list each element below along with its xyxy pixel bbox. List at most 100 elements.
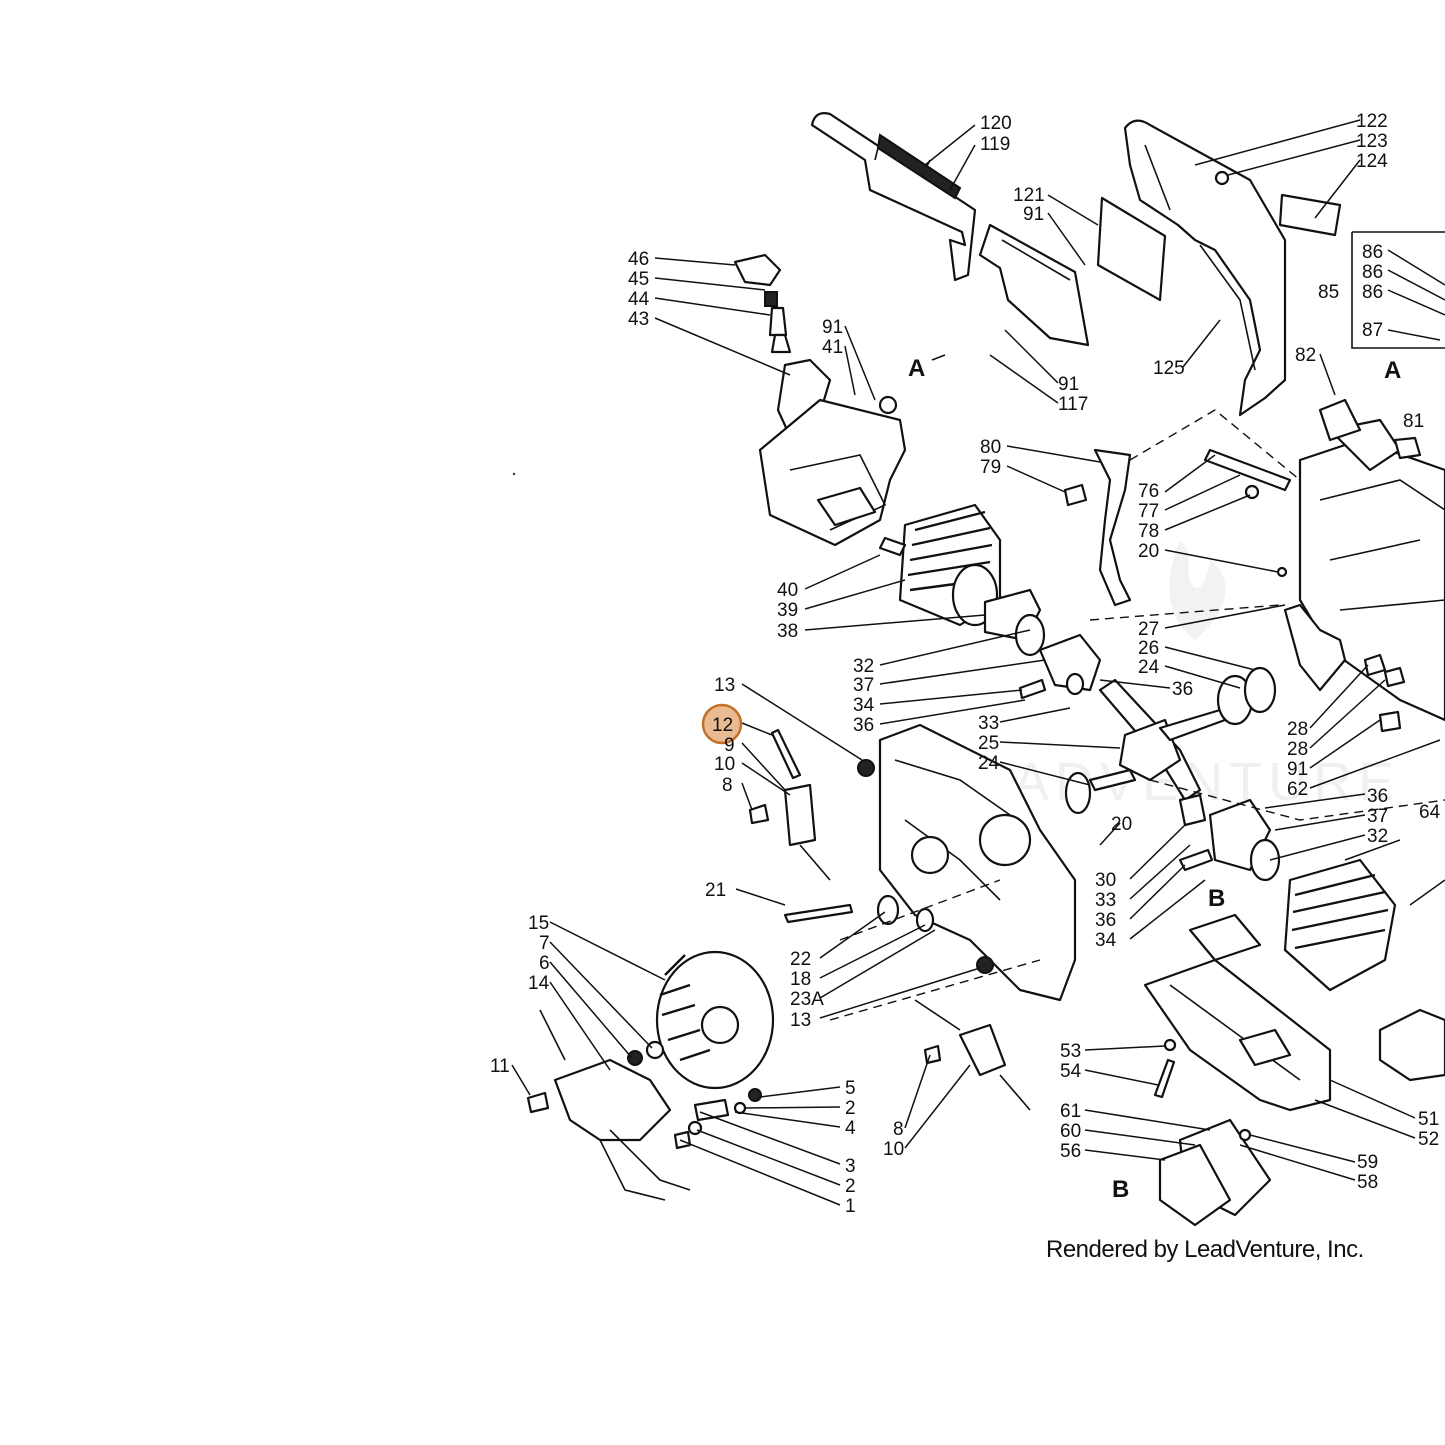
callout-13-bottom[interactable]: 13 (790, 1010, 811, 1031)
flywheel (655, 950, 775, 1090)
callout-121[interactable]: 121 (1013, 185, 1045, 206)
callout-13-top[interactable]: 13 (714, 675, 735, 696)
callout-25[interactable]: 25 (978, 733, 999, 754)
callout-20-top[interactable]: 20 (1138, 541, 1159, 562)
callout-34-left[interactable]: 34 (853, 695, 875, 716)
callout-117[interactable]: 117 (1058, 394, 1088, 415)
callout-86-b[interactable]: 86 (1362, 262, 1383, 283)
callout-1[interactable]: 1 (845, 1196, 856, 1217)
callout-6[interactable]: 6 (539, 953, 550, 974)
callout-33-bottom[interactable]: 33 (1095, 890, 1116, 911)
callout-76[interactable]: 76 (1138, 481, 1159, 502)
callout-62[interactable]: 62 (1287, 779, 1308, 800)
callout-8-bottom[interactable]: 8 (893, 1119, 904, 1140)
callout-32-right[interactable]: 32 (1367, 826, 1388, 847)
washer-53 (1163, 1038, 1177, 1052)
callout-30[interactable]: 30 (1095, 870, 1116, 891)
callout-60[interactable]: 60 (1060, 1121, 1081, 1142)
callout-3[interactable]: 3 (845, 1156, 856, 1177)
callout-85[interactable]: 85 (1318, 282, 1339, 303)
callout-10-bottom[interactable]: 10 (883, 1139, 904, 1160)
callout-23a[interactable]: 23A (790, 989, 824, 1010)
section-label-a-right[interactable]: A (1384, 357, 1401, 384)
callout-78[interactable]: 78 (1138, 521, 1159, 542)
section-label-b-bottom[interactable]: B (1112, 1176, 1129, 1203)
callout-86-c[interactable]: 86 (1362, 282, 1383, 303)
callout-91-top[interactable]: 91 (1023, 204, 1044, 225)
callout-36-bottom[interactable]: 36 (1095, 910, 1116, 931)
callout-56[interactable]: 56 (1060, 1141, 1081, 1162)
callout-33-mid[interactable]: 33 (978, 713, 999, 734)
callout-41[interactable]: 41 (822, 337, 843, 358)
callout-15[interactable]: 15 (528, 913, 549, 934)
callout-58[interactable]: 58 (1357, 1172, 1378, 1193)
callout-120[interactable]: 120 (980, 113, 1012, 134)
callout-54[interactable]: 54 (1060, 1061, 1082, 1082)
guide-line-3 (1149, 779, 1445, 821)
callout-53[interactable]: 53 (1060, 1041, 1081, 1062)
callout-37-left[interactable]: 37 (853, 675, 874, 696)
callout-87[interactable]: 87 (1362, 320, 1383, 341)
callout-9[interactable]: 9 (724, 735, 735, 756)
callout-14[interactable]: 14 (528, 973, 550, 994)
callout-32-left[interactable]: 32 (853, 656, 874, 677)
callout-7[interactable]: 7 (539, 933, 550, 954)
callout-38[interactable]: 38 (777, 621, 798, 642)
callout-24-top[interactable]: 24 (1138, 657, 1160, 678)
callout-91-right[interactable]: 91 (1287, 759, 1308, 780)
callout-125[interactable]: 125 (1153, 358, 1185, 379)
callout-81[interactable]: 81 (1403, 411, 1424, 432)
callout-80[interactable]: 80 (980, 437, 1001, 458)
callout-36-mid[interactable]: 36 (1172, 679, 1193, 700)
callout-61[interactable]: 61 (1060, 1101, 1081, 1122)
callout-20-mid[interactable]: 20 (1111, 814, 1132, 835)
callout-44[interactable]: 44 (628, 289, 650, 310)
callout-36-left[interactable]: 36 (853, 715, 874, 736)
section-label-a-left[interactable]: A (908, 355, 925, 382)
callout-46[interactable]: 46 (628, 249, 649, 270)
callout-27[interactable]: 27 (1138, 619, 1159, 640)
callout-5[interactable]: 5 (845, 1078, 856, 1099)
chain-adjuster-plate (1096, 196, 1167, 302)
callout-22[interactable]: 22 (790, 949, 811, 970)
callout-91-plate[interactable]: 91 (1058, 374, 1079, 395)
callout-37-right[interactable]: 37 (1367, 806, 1388, 827)
callout-64[interactable]: 64 (1419, 802, 1441, 823)
seal-26 (1243, 666, 1277, 714)
hotspot-marker[interactable] (701, 703, 743, 745)
callout-21[interactable]: 21 (705, 880, 726, 901)
callout-2-a[interactable]: 2 (845, 1098, 856, 1119)
callout-123[interactable]: 123 (1356, 131, 1388, 152)
callout-26[interactable]: 26 (1138, 638, 1159, 659)
callout-51[interactable]: 51 (1418, 1109, 1439, 1130)
callout-43[interactable]: 43 (628, 309, 649, 330)
highlighted-callout-12[interactable]: 12 (701, 703, 743, 745)
callout-86-a[interactable]: 86 (1362, 242, 1383, 263)
callout-124[interactable]: 124 (1356, 151, 1388, 172)
callout-34-bottom[interactable]: 34 (1095, 930, 1117, 951)
callout-91-cover[interactable]: 91 (822, 317, 843, 338)
callout-2-b[interactable]: 2 (845, 1176, 856, 1197)
callout-18[interactable]: 18 (790, 969, 811, 990)
callout-36-right[interactable]: 36 (1367, 786, 1388, 807)
callout-28-b[interactable]: 28 (1287, 739, 1308, 760)
callout-39[interactable]: 39 (777, 600, 798, 621)
callout-77[interactable]: 77 (1138, 501, 1159, 522)
callout-59[interactable]: 59 (1357, 1152, 1378, 1173)
callout-119[interactable]: 119 (980, 134, 1010, 155)
callout-12[interactable]: 12 (712, 715, 733, 736)
piston (1038, 633, 1102, 692)
callout-8-top[interactable]: 8 (722, 775, 733, 796)
callout-40[interactable]: 40 (777, 580, 798, 601)
callout-4[interactable]: 4 (845, 1118, 856, 1139)
callout-82[interactable]: 82 (1295, 345, 1316, 366)
callout-45[interactable]: 45 (628, 269, 649, 290)
section-label-b-top[interactable]: B (1208, 885, 1225, 912)
callout-10-top[interactable]: 10 (714, 754, 735, 775)
callout-11[interactable]: 11 (490, 1056, 510, 1077)
callout-28-a[interactable]: 28 (1287, 719, 1308, 740)
callout-79[interactable]: 79 (980, 457, 1001, 478)
callout-122[interactable]: 122 (1356, 111, 1388, 132)
callout-24-mid[interactable]: 24 (978, 753, 1000, 774)
callout-52[interactable]: 52 (1418, 1129, 1439, 1150)
